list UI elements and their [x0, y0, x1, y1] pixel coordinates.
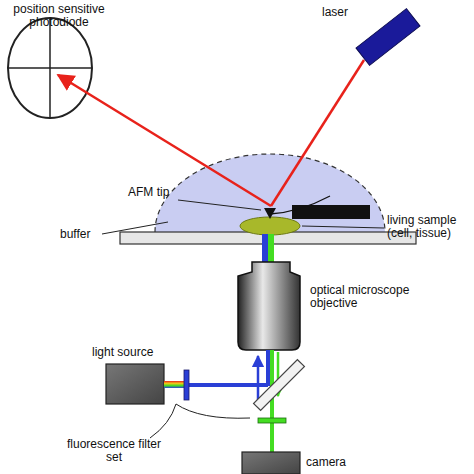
objective	[238, 262, 300, 350]
leader-line	[178, 200, 261, 210]
white-light	[164, 381, 184, 388]
excitation-arrow	[257, 356, 260, 400]
objective-label: optical microscope objective	[310, 284, 420, 310]
light-source-label: light source	[92, 346, 182, 359]
excitation-path	[184, 383, 268, 387]
cantilever	[270, 196, 330, 214]
buffer-label: buffer	[60, 228, 110, 241]
tip-label: AFM tip	[128, 186, 188, 199]
afm-tip	[264, 208, 276, 219]
sample-label: living sample (cell, tissue)	[387, 214, 471, 240]
camera-label: camera	[306, 456, 376, 469]
living-sample	[240, 217, 300, 235]
photodiode-label: position sensitive photodiode	[4, 3, 114, 29]
laser-beam	[271, 60, 364, 206]
laser-label: laser	[322, 6, 372, 19]
leader-line	[302, 226, 384, 228]
camera-body	[242, 452, 300, 474]
laser-body	[356, 9, 420, 66]
emission-filter	[258, 418, 286, 423]
reflected-beam	[58, 75, 271, 206]
leader-line	[102, 222, 168, 234]
filter-bracket	[150, 404, 176, 438]
filter-label: fluorescence filter set	[64, 438, 164, 464]
photodiode-cross	[49, 18, 51, 118]
light-source	[106, 364, 164, 404]
filter-bracket	[176, 404, 250, 418]
photodiode	[8, 18, 92, 118]
excitation-beam	[266, 350, 270, 386]
dichroic-mirror	[254, 360, 305, 411]
excitation-filter	[184, 370, 189, 400]
